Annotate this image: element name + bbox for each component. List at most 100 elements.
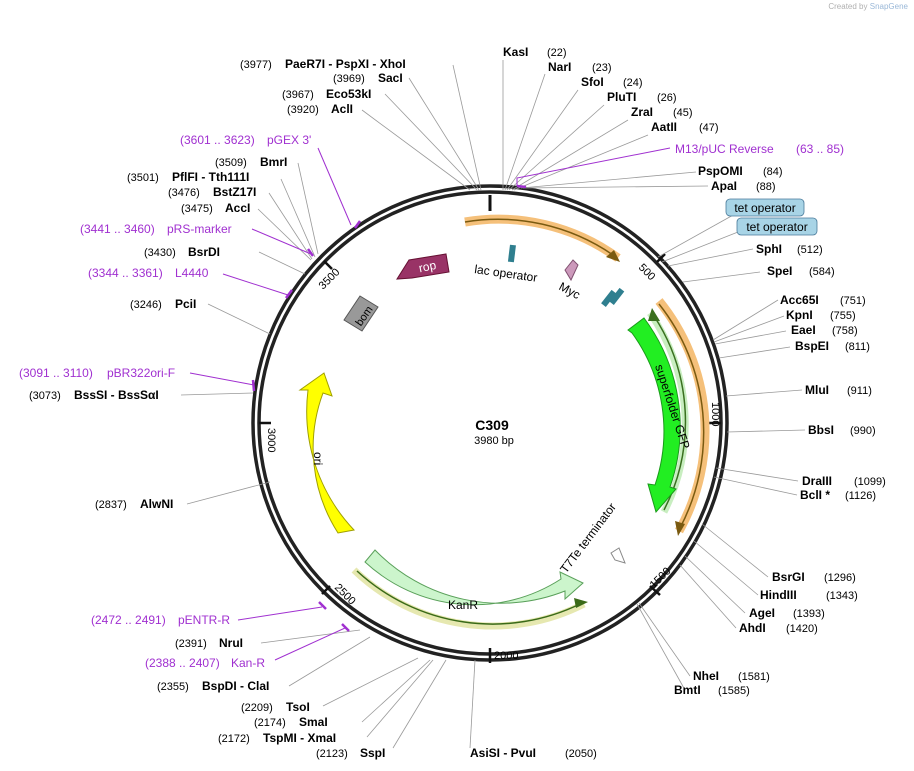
site-pos-aatii: (47) xyxy=(699,122,719,134)
site-pos-bstz17i: (3476) xyxy=(168,187,200,199)
primer-name-m13: M13/pUC Reverse xyxy=(675,142,774,156)
tick-label-3500: 3500 xyxy=(317,266,343,292)
site-leader-lines xyxy=(180,60,806,749)
tick-label-500: 500 xyxy=(636,262,657,283)
kanr-strand xyxy=(356,570,581,625)
primer-labels: M13/pUC Reverse (63 .. 85) (3601 .. 3623… xyxy=(19,133,844,670)
primer-range-pgex3: (3601 .. 3623) xyxy=(180,133,255,147)
site-name-bbsi: BbsI xyxy=(808,423,834,437)
tick-500 xyxy=(656,253,666,263)
site-pos-bbsi: (990) xyxy=(850,425,876,437)
site-name-asisi: AsiSI - PvuI xyxy=(470,746,536,760)
site-pos-bcli: (1126) xyxy=(845,490,876,502)
tet-operator-box-1 xyxy=(725,198,805,217)
site-pos-tspmi: (2172) xyxy=(218,733,250,745)
site-labels-left: (2123) SspI (2172) TspMI - XmaI (2174) S… xyxy=(29,57,406,760)
site-name-tspmi: TspMI - XmaI xyxy=(263,731,336,745)
site-name-kasi: KasI xyxy=(503,45,528,59)
site-name-ahdi: AhdI xyxy=(739,621,766,635)
superfolder-gfp-arrow xyxy=(627,317,681,514)
tick-2500 xyxy=(321,585,331,595)
primer-name-pbr322: pBR322ori-F xyxy=(107,366,175,380)
site-name-bspdi: BspDI - ClaI xyxy=(202,679,269,693)
site-name-sphi: SphI xyxy=(756,242,782,256)
primer-marker-pentr xyxy=(318,601,327,610)
site-pos-asisi: (2050) xyxy=(565,748,597,760)
primer-marker-m13 xyxy=(516,184,527,189)
site-name-tsoi: TsoI xyxy=(286,700,310,714)
site-pos-eco53ki: (3967) xyxy=(282,89,314,101)
site-pos-nari: (23) xyxy=(592,62,612,74)
site-name-eco53ki: Eco53kI xyxy=(326,87,371,101)
tet-operator-labels: tet operator tet operator xyxy=(725,198,818,236)
site-name-hindiii: HindIII xyxy=(760,588,797,602)
site-name-smai: SmaI xyxy=(299,715,328,729)
primer-marker-prs xyxy=(306,248,315,257)
primer-name-kanr: Kan-R xyxy=(231,656,265,670)
site-name-bcli: BclI * xyxy=(800,488,830,502)
site-pos-zrai: (45) xyxy=(673,107,693,119)
site-name-acc65i: Acc65I xyxy=(780,293,819,307)
orange-highlight-top xyxy=(464,214,621,262)
primer-leader-lines xyxy=(189,147,671,661)
site-pos-bspdi: (2355) xyxy=(157,681,189,693)
rop-label: rop xyxy=(417,258,437,275)
site-name-bmti: BmtI xyxy=(674,683,701,697)
site-pos-ahdi: (1420) xyxy=(786,623,818,635)
brand-prefix: Created by xyxy=(828,2,868,11)
primer-range-pentr: (2472 .. 2491) xyxy=(91,613,166,627)
site-name-nhei: NheI xyxy=(693,669,719,683)
site-name-eaei: EaeI xyxy=(791,323,816,337)
site-name-sfoi: SfoI xyxy=(581,75,604,89)
primer-marker-pbr322 xyxy=(251,379,256,392)
site-name-mlui: MluI xyxy=(805,383,829,397)
site-name-acci: AccI xyxy=(225,201,250,215)
site-pos-pflfi: (3501) xyxy=(127,172,159,184)
primer-range-prs: (3441 .. 3460) xyxy=(80,222,155,236)
site-name-aatii: AatII xyxy=(651,120,677,134)
site-pos-bmri: (3509) xyxy=(215,157,247,169)
lac-operator-marker xyxy=(507,244,516,263)
site-pos-sspi: (2123) xyxy=(316,748,348,760)
site-pos-nrui: (2391) xyxy=(175,638,207,650)
site-name-bsssi: BssSI - BssSαI xyxy=(74,388,159,402)
primer-marker-l4440 xyxy=(285,289,293,299)
primer-marker-pgex3 xyxy=(353,220,362,229)
site-pos-tsoi: (2209) xyxy=(241,702,273,714)
strand-arrow-top xyxy=(464,218,614,256)
site-pos-paer7i: (3977) xyxy=(240,59,272,71)
tick-3500 xyxy=(323,260,333,270)
kanr-arrow xyxy=(364,549,584,606)
tet-operator-marker-1 xyxy=(601,289,617,307)
site-name-zrai: ZraI xyxy=(631,105,653,119)
site-labels-right: KasI (22) NarI (23) SfoI (24) PluTI (26)… xyxy=(470,45,886,760)
site-pos-nhei: (1581) xyxy=(738,671,770,683)
site-name-bspei: BspEI xyxy=(795,339,829,353)
primer-marker-kanr xyxy=(341,623,350,632)
snapgene-brand: Created by SnapGene xyxy=(828,2,908,11)
tick-1500 xyxy=(649,585,661,596)
site-pos-smai: (2174) xyxy=(254,717,286,729)
site-name-nari: NarI xyxy=(548,60,571,74)
site-pos-apai: (88) xyxy=(756,181,776,193)
site-pos-acci: (3475) xyxy=(181,203,213,215)
tet-operator-marker-2 xyxy=(609,287,625,305)
plasmid-name: C309 xyxy=(475,417,509,433)
site-name-sspi: SspI xyxy=(360,746,385,760)
site-name-saci: SacI xyxy=(378,71,403,85)
lac-operator-label: lac operator xyxy=(474,262,539,285)
site-pos-spei: (584) xyxy=(809,266,835,278)
site-pos-alwni: (2837) xyxy=(95,499,127,511)
site-name-agei: AgeI xyxy=(749,606,775,620)
site-pos-eaei: (758) xyxy=(832,325,858,337)
tick-label-3000: 3000 xyxy=(265,428,277,452)
strand-arrow-top-head xyxy=(606,250,620,262)
ori-label: ori xyxy=(311,452,325,465)
strand-arrow-green-right-head xyxy=(648,308,660,321)
site-pos-bmti: (1585) xyxy=(718,685,750,697)
site-name-kpni: KpnI xyxy=(786,308,813,322)
rop-arrow xyxy=(396,253,450,280)
site-name-paer7i: PaeR7I - PspXI - XhoI xyxy=(285,57,406,71)
site-pos-acc65i: (751) xyxy=(840,295,866,307)
primer-markers xyxy=(251,184,527,632)
